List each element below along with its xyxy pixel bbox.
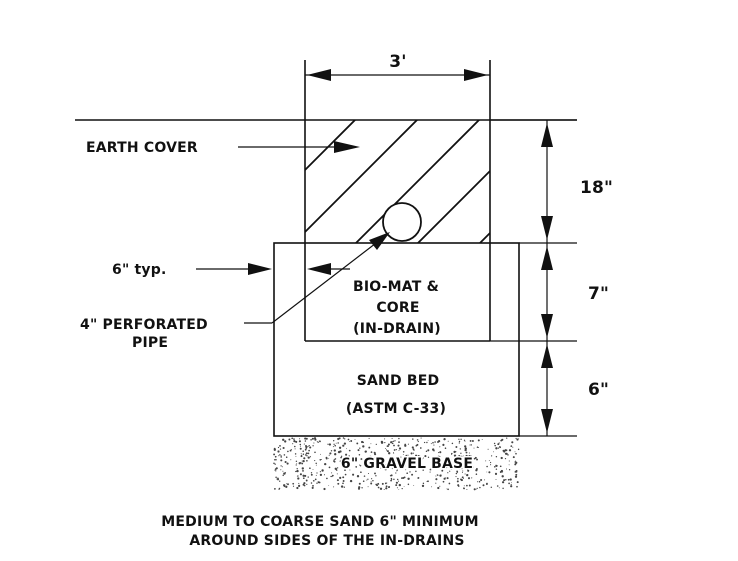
sand-bed-label-line2: (ASTM C-33) <box>346 401 446 417</box>
in-drain-depth-label: 7" <box>588 284 609 304</box>
width-arrowhead-left <box>307 69 331 81</box>
width-arrowhead-right <box>464 69 488 81</box>
pipe-label-line2: PIPE <box>132 335 168 351</box>
in-drain-label-line1: BIO-MAT & <box>353 279 439 295</box>
side-clearance-arrowhead-right <box>307 263 331 275</box>
pipe-leader-arrowhead <box>369 232 390 250</box>
earth-cover-leader-arrowhead <box>334 141 360 153</box>
note-line2: AROUND SIDES OF THE IN-DRAINS <box>189 533 464 549</box>
pipe-label-line1: 4" PERFORATED <box>80 317 208 333</box>
side-clearance-arrowhead-left <box>248 263 272 275</box>
earth-cover-label: EARTH COVER <box>86 140 198 156</box>
earth-cover-depth-label: 18" <box>580 178 613 198</box>
sand-bed-label-line1: SAND BED <box>357 373 440 389</box>
in-drain-label-line2: CORE <box>376 300 419 316</box>
sand-arrowhead-top <box>541 344 553 368</box>
perforated-pipe <box>382 202 422 242</box>
sand-bed-box <box>273 242 520 437</box>
sand-arrowhead-bottom <box>541 409 553 433</box>
cover-arrowhead-bottom <box>541 216 553 240</box>
gravel-base-stipple <box>273 437 520 491</box>
drain-arrowhead-bottom <box>541 314 553 338</box>
note-line1: MEDIUM TO COARSE SAND 6" MINIMUM <box>161 514 479 530</box>
drain-arrowhead-top <box>541 246 553 270</box>
gravel-base-label: 6" GRAVEL BASE <box>341 456 473 472</box>
in-drain-label-line3: (IN-DRAIN) <box>353 321 441 337</box>
sand-bed-depth-label: 6" <box>588 380 609 400</box>
cover-arrowhead-top <box>541 123 553 147</box>
width-dimension-label: 3' <box>389 52 406 72</box>
earth-cover-hatching <box>305 120 490 243</box>
side-clearance-label: 6" typ. <box>112 262 166 278</box>
pipe-leader-diagonal <box>271 239 381 324</box>
